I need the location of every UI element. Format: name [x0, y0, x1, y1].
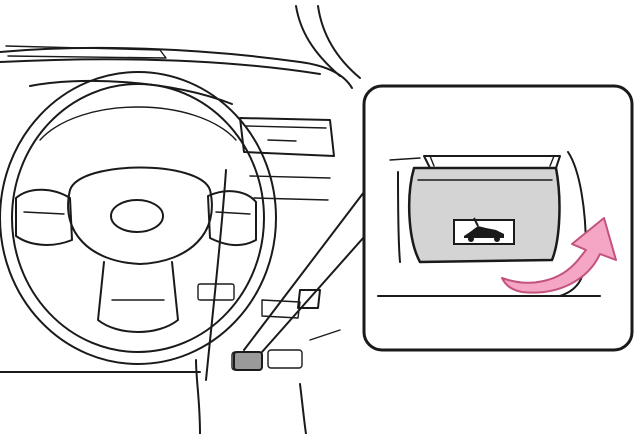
pull-arrow-icon	[501, 217, 617, 294]
hood-release-location	[233, 351, 263, 371]
zoom-inset	[362, 84, 634, 352]
steering-wheel-icon	[0, 71, 277, 365]
callout-pointer	[243, 191, 373, 353]
hood-release-lever	[407, 166, 561, 264]
dashboard	[0, 5, 361, 434]
hood-open-icon	[453, 217, 515, 245]
